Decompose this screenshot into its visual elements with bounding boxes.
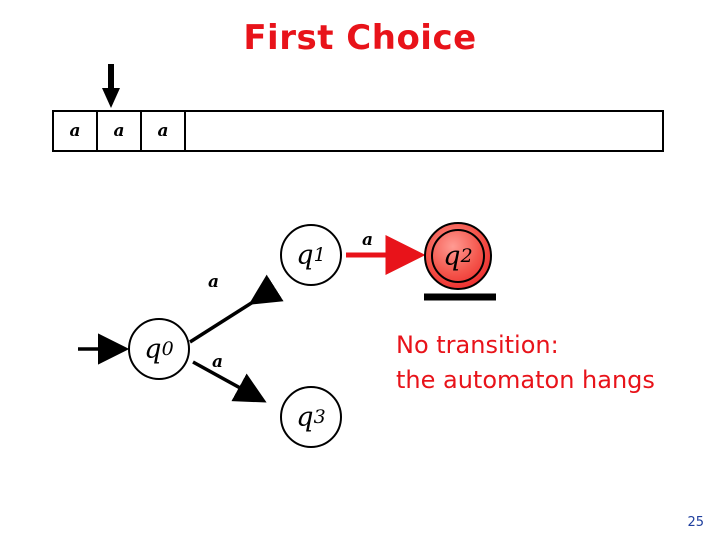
tape-cell-1: a bbox=[98, 112, 142, 150]
edge-label-q0-q1: a bbox=[208, 272, 220, 292]
edge-label-q0-q3: a bbox=[212, 352, 224, 372]
state-q0-sublabel: 0 bbox=[161, 338, 174, 360]
tape-cell-0: a bbox=[54, 112, 98, 150]
state-q2-label: q bbox=[443, 240, 461, 272]
edge-label-q1-q2: a bbox=[362, 230, 374, 250]
note-line-2: the automaton hangs bbox=[396, 365, 655, 394]
state-q3-label: q bbox=[296, 401, 314, 433]
page-title: First Choice bbox=[243, 18, 477, 58]
state-q1-label: q bbox=[296, 239, 314, 271]
state-q0-label: q bbox=[144, 333, 162, 365]
state-q2-sublabel: 2 bbox=[460, 245, 473, 267]
note-text: No transition: the automaton hangs bbox=[396, 328, 716, 398]
down-arrow-icon bbox=[102, 64, 120, 108]
state-q1-sublabel: 1 bbox=[313, 244, 326, 266]
note-line-1: No transition: bbox=[396, 331, 559, 359]
input-tape: a a a bbox=[52, 110, 664, 152]
page-number: 25 bbox=[687, 515, 704, 530]
state-q3-sublabel: 3 bbox=[313, 406, 326, 428]
tape-cell-2: a bbox=[142, 112, 186, 150]
